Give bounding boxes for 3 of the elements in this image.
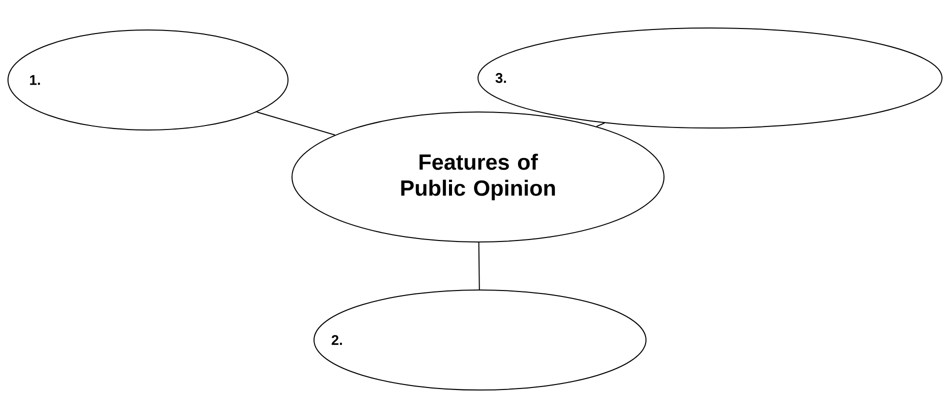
connector-line [596, 122, 606, 127]
connector-line [256, 111, 336, 136]
connector-line [478, 242, 480, 290]
